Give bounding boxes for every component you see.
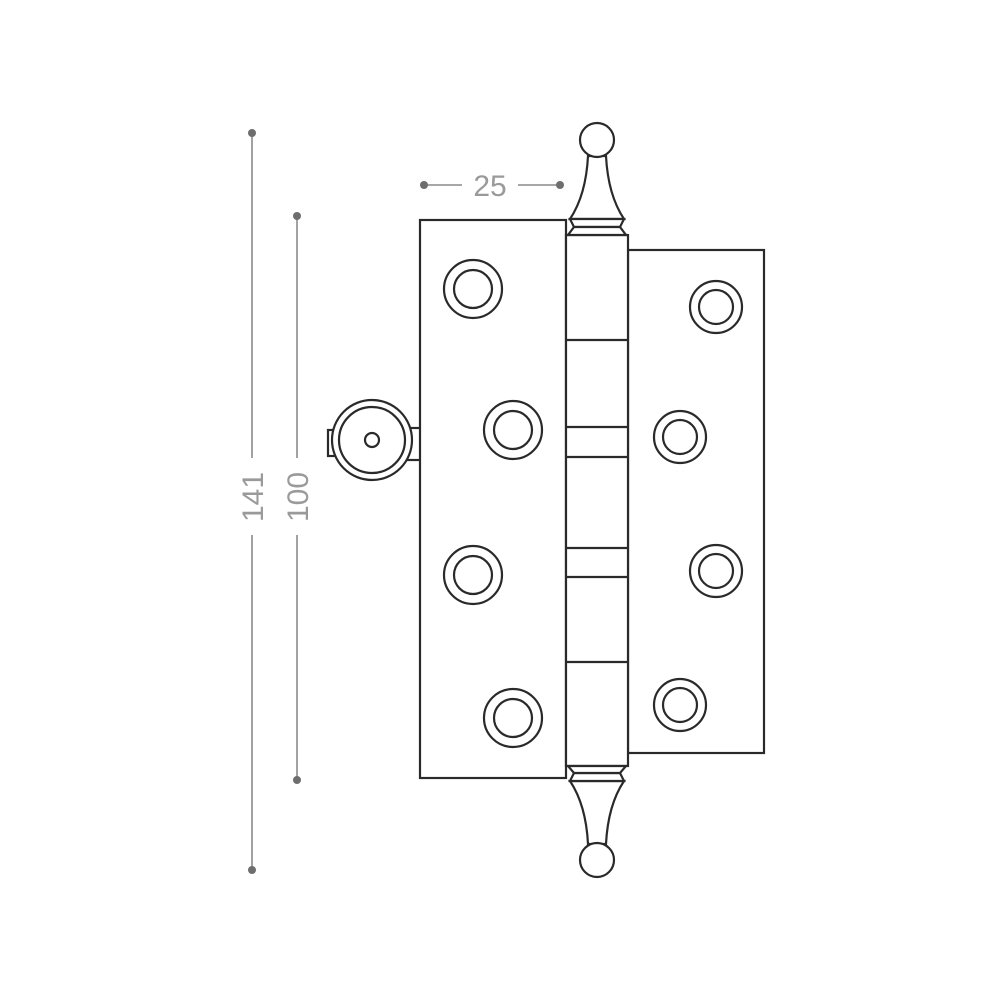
dimension-label-141: 141 xyxy=(237,472,270,522)
dimension-overall-height: 141 xyxy=(237,129,270,874)
side-knob xyxy=(326,398,423,482)
screw-hole xyxy=(482,399,544,461)
dimension-leaf-height: 100 xyxy=(282,212,315,784)
top-finial xyxy=(565,121,629,237)
right-leaf xyxy=(626,248,766,755)
dimension-leaf-width: 25 xyxy=(420,170,564,203)
screw-hole xyxy=(652,409,708,465)
screw-hole xyxy=(688,279,744,335)
screw-hole xyxy=(652,677,708,733)
screw-hole xyxy=(442,258,504,320)
bottom-finial xyxy=(565,764,629,879)
hinge-barrel xyxy=(564,233,630,768)
screw-hole xyxy=(442,544,504,606)
left-leaf xyxy=(418,218,568,780)
screw-hole xyxy=(482,687,544,749)
screw-hole xyxy=(688,543,744,599)
dimension-label-100: 100 xyxy=(282,472,315,522)
dimension-label-25: 25 xyxy=(473,170,506,203)
